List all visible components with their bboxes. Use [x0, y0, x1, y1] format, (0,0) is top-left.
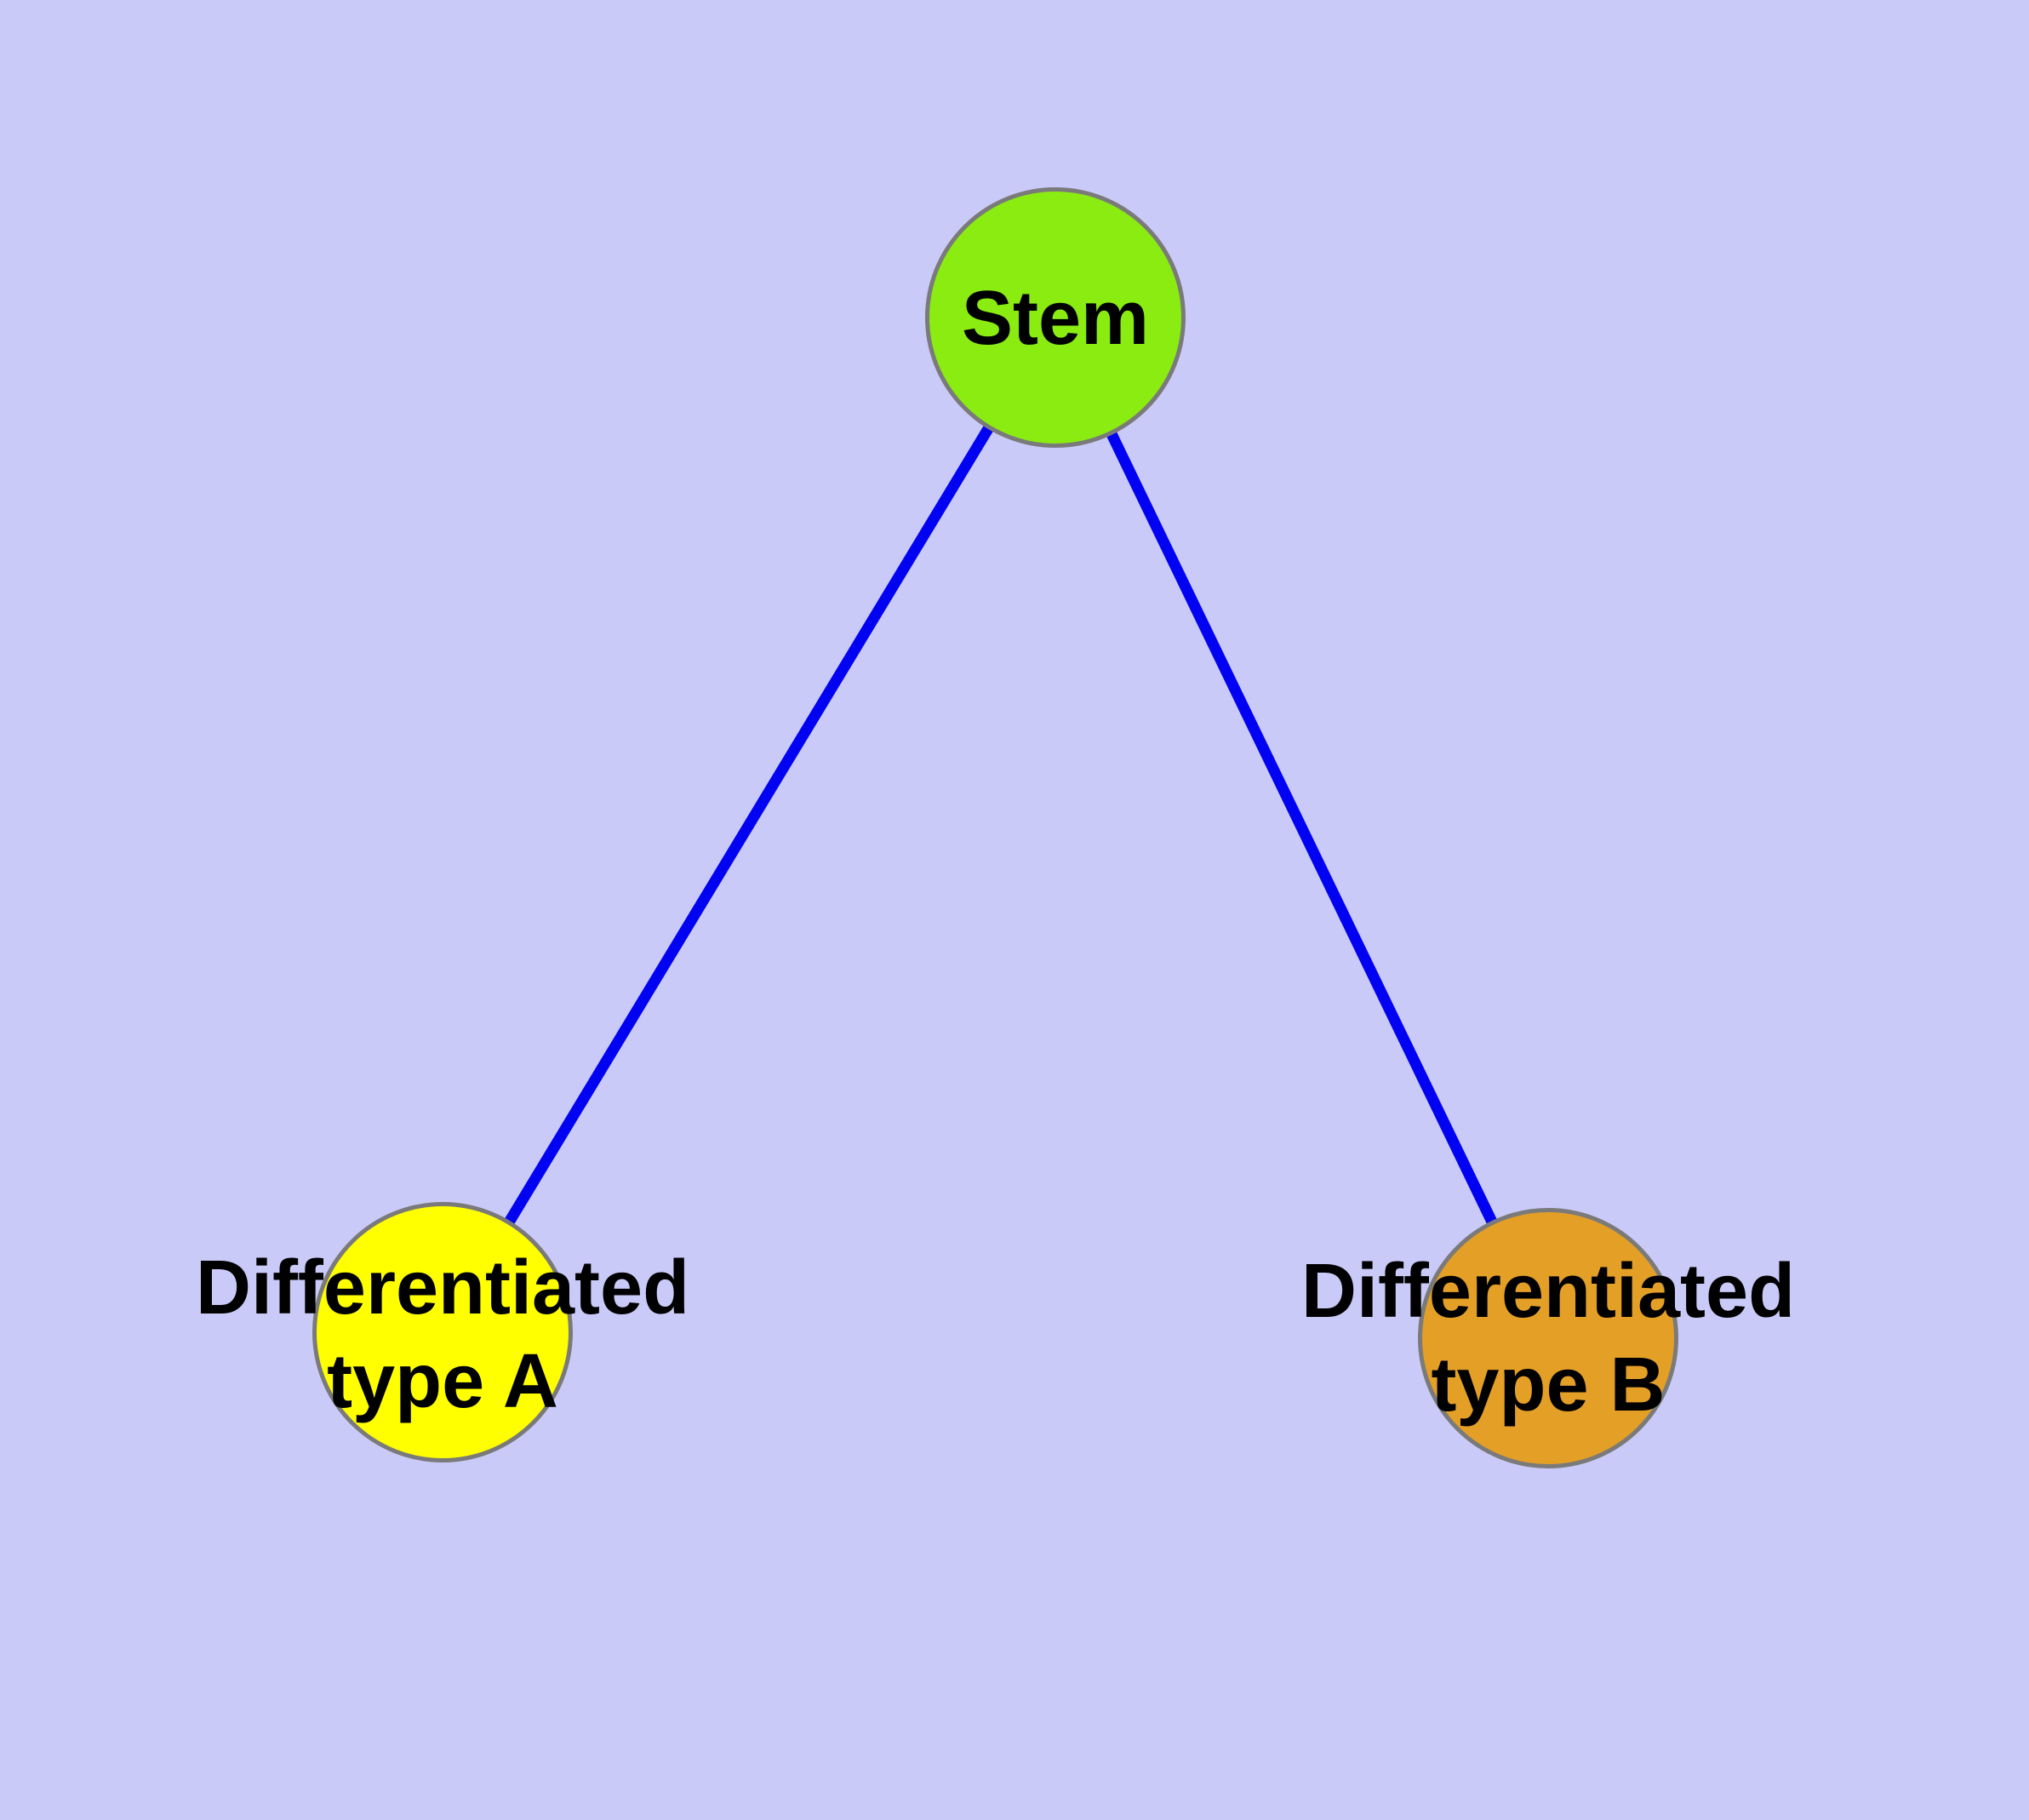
node-type-a-label-line-2: type A — [327, 1339, 558, 1424]
node-differentiated-type-a — [312, 1202, 573, 1462]
node-type-b-label-line-1: Differentiated — [1300, 1249, 1796, 1334]
node-type-a-label-line-1: Differentiated — [195, 1245, 690, 1331]
node-stem — [925, 187, 1186, 448]
node-stem-label: Stem — [962, 272, 1149, 365]
node-stem-label-line: Stem — [961, 276, 1150, 361]
edge-stem-to-type-a — [437, 314, 1060, 1336]
node-differentiated-type-b-label: Differentiated type B — [1301, 1245, 1795, 1432]
node-differentiated-type-b — [1418, 1208, 1678, 1468]
node-type-b-label-line-2: type B — [1431, 1342, 1666, 1428]
node-differentiated-type-a-label: Differentiated type A — [196, 1241, 689, 1428]
edge-stem-to-type-b — [1050, 315, 1553, 1341]
